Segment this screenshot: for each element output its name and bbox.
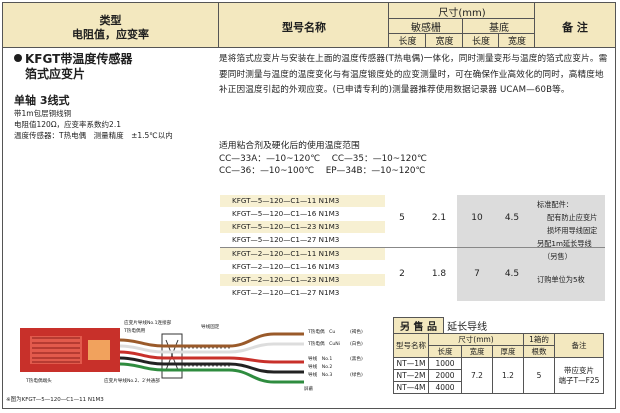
- lead-remarks: 带应变片端子T—F25: [554, 357, 604, 394]
- model-row: KFGT—5—120—C1—11 N1M3: [220, 195, 385, 207]
- diagram-caption: ※图为KFGT—5—120—C1—11 N1M3: [6, 395, 104, 403]
- lead-length: 4000: [428, 381, 462, 394]
- diagram-label-tc-cuni: T热电偶 CuNi: [307, 340, 340, 347]
- page-frame: [2, 2, 616, 409]
- temp-range-title: 适用粘合剂及硬化后的使用温度范围: [219, 141, 360, 151]
- lead-table: 型号名称 尺寸(mm) 1箱的 备注 长度 宽度 厚度 根数 NT—1M 100…: [393, 333, 604, 394]
- model-row: KFGT—5—120—C1—23 N1M3: [220, 221, 385, 233]
- header-base-length: 长度: [471, 37, 490, 47]
- product-spec-2: 电阻值120Ω，应变率系数约2.1: [14, 120, 121, 129]
- thermocouple-pad: [88, 340, 110, 360]
- base-dims-shade: [457, 195, 605, 301]
- remark-3: 损坏用导线固定: [547, 226, 598, 235]
- diagram-label-tc-bottom: T热电偶端头: [25, 377, 52, 384]
- diagram-label-w3: 导线 No.3: [308, 371, 332, 378]
- lead-h-wid: 宽度: [461, 345, 493, 358]
- product-info: KFGT带温度传感器 箔式应变片 单轴 3线式 带1m包层铜线铜 电阻值120Ω…: [14, 52, 219, 141]
- model-row: KFGT—5—120—C1—16 N1M3: [232, 209, 340, 218]
- header-resistance: 电阻值，应变率: [72, 28, 149, 41]
- lead-h-count: 根数: [523, 345, 555, 358]
- model-row: KFGT—2—120—C1—23 N1M3: [220, 274, 385, 286]
- diagram-label-top1: 应变片导线No.1连接部: [124, 319, 172, 326]
- model-row: KFGT—2—120—C1—16 N1M3: [232, 262, 340, 271]
- temp-range-line2: CC—36：—10~100℃ EP—34B：—10~120℃: [219, 166, 426, 176]
- grid-length-1: 5: [399, 213, 405, 223]
- header-base: 基底: [489, 23, 509, 34]
- lead-model: NT—1M: [393, 357, 429, 370]
- bullet-icon: [14, 54, 22, 62]
- optional-badge: 另 售 品: [393, 317, 444, 334]
- header-model: 型号名称: [282, 21, 326, 34]
- lead-model: NT—2M: [393, 369, 429, 382]
- model-row: KFGT—5—120—C1—27 N1M3: [232, 235, 340, 244]
- header-grid-length: 长度: [398, 37, 417, 47]
- grid-width-2: 1.8: [431, 269, 447, 279]
- grid-width-1: 2.1: [431, 213, 447, 223]
- gauge-diagram: 应变片导线No.1连接部 导线固定 T热电偶用 T热电偶 Cu T热电偶 CuN…: [6, 319, 363, 403]
- product-title-2: 箔式应变片: [25, 67, 86, 81]
- diagram-label-shared: 应变片导线No.2、2′共通部: [104, 377, 160, 384]
- diagram-tag-white: (白色): [350, 340, 363, 347]
- remarks: 标准配件： 配有防止应变片 损坏用导线固定 另配1m延长导线 （另售） 订购单位…: [537, 198, 617, 286]
- diagram-label-w2: 导线 No.2: [308, 363, 332, 370]
- lead-h-dims: 尺寸(mm): [428, 333, 524, 346]
- header-type: 类型: [99, 14, 122, 27]
- header-dimensions: 尺寸(mm): [438, 8, 486, 19]
- diagram-label-tc-cu: T热电偶 Cu: [307, 328, 335, 335]
- diagram-tag-black: (黑色): [350, 355, 363, 362]
- lead-thickness: 1.2: [492, 357, 524, 394]
- table-header: 类型 电阻值，应变率 型号名称 尺寸(mm) 敏感栅 基底 长度 宽度 长度 宽…: [3, 3, 615, 48]
- diagram-tag-red: (褐色): [350, 328, 363, 335]
- lead-h-box: 1箱的: [523, 333, 555, 346]
- lead-width: 7.2: [461, 357, 493, 394]
- header-sensing-grid: 敏感栅: [411, 23, 441, 34]
- diagram-label-thermo: T热电偶用: [123, 327, 146, 334]
- base-length-2: 7: [474, 269, 480, 279]
- diagram-label-shield: 屏蔽: [304, 385, 314, 392]
- temp-range-line1: CC—33A：—10~120℃ CC—35：—10~120℃: [219, 153, 427, 164]
- remark-5: （另售）: [543, 252, 572, 261]
- lead-h-model: 型号名称: [393, 333, 429, 358]
- header-remarks: 备 注: [562, 21, 588, 34]
- base-width-1: 4.5: [504, 213, 520, 223]
- lead-length: 2000: [428, 369, 462, 382]
- product-spec-3: 温度传感器：T热电偶 测量精度 ±1.5℃以内: [14, 131, 173, 140]
- model-row: KFGT—2—120—C1—27 N1M3: [232, 288, 340, 297]
- model-row: KFGT—2—120—C1—11 N1M3: [220, 248, 385, 260]
- remark-6: 订购单位为5枚: [537, 275, 585, 284]
- header-base-width: 宽度: [507, 37, 526, 47]
- product-description: 是将箔式应变片与安装在上面的温度传感器(T热电偶)一体化，同时测量变形与温度的箔…: [219, 54, 608, 95]
- remark-4: 另配1m延长导线: [537, 239, 592, 248]
- lead-h-len: 长度: [428, 345, 462, 358]
- temperature-range: 适用粘合剂及硬化后的使用温度范围 CC—33A：—10~120℃ CC—35：—…: [219, 140, 611, 178]
- remark-2: 配有防止应变片: [547, 213, 598, 222]
- lead-title-text: 延长导线: [447, 322, 488, 333]
- header-grid-width: 宽度: [435, 37, 454, 47]
- lead-h-thick: 厚度: [492, 345, 524, 358]
- diagram-label-top2: 导线固定: [201, 323, 220, 330]
- lead-h-remarks: 备注: [554, 333, 604, 358]
- lead-count: 5: [523, 357, 555, 394]
- lead-model: NT—4M: [393, 381, 429, 394]
- base-length-1: 10: [471, 213, 483, 223]
- gauge-grid: [30, 336, 82, 364]
- diagram-label-w1: 导线 No.1: [308, 355, 332, 362]
- lead-title: 另 售 品 延长导线: [393, 317, 487, 334]
- model-table: [220, 195, 605, 301]
- remark-1: 标准配件：: [537, 200, 573, 209]
- product-subtitle: 单轴 3线式: [14, 94, 70, 107]
- product-spec-1: 带1m包层铜线铜: [14, 109, 72, 118]
- diagram-tag-green: (绿色): [350, 371, 363, 378]
- base-width-2: 4.5: [504, 269, 520, 279]
- product-title: KFGT带温度传感器: [14, 52, 219, 67]
- grid-length-2: 2: [399, 269, 405, 279]
- lead-length: 1000: [428, 357, 462, 370]
